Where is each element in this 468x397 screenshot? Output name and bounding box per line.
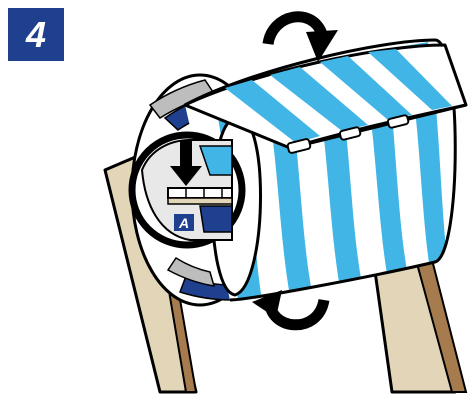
callout-label-a: A	[174, 214, 194, 231]
callout-letter: A	[178, 215, 189, 231]
